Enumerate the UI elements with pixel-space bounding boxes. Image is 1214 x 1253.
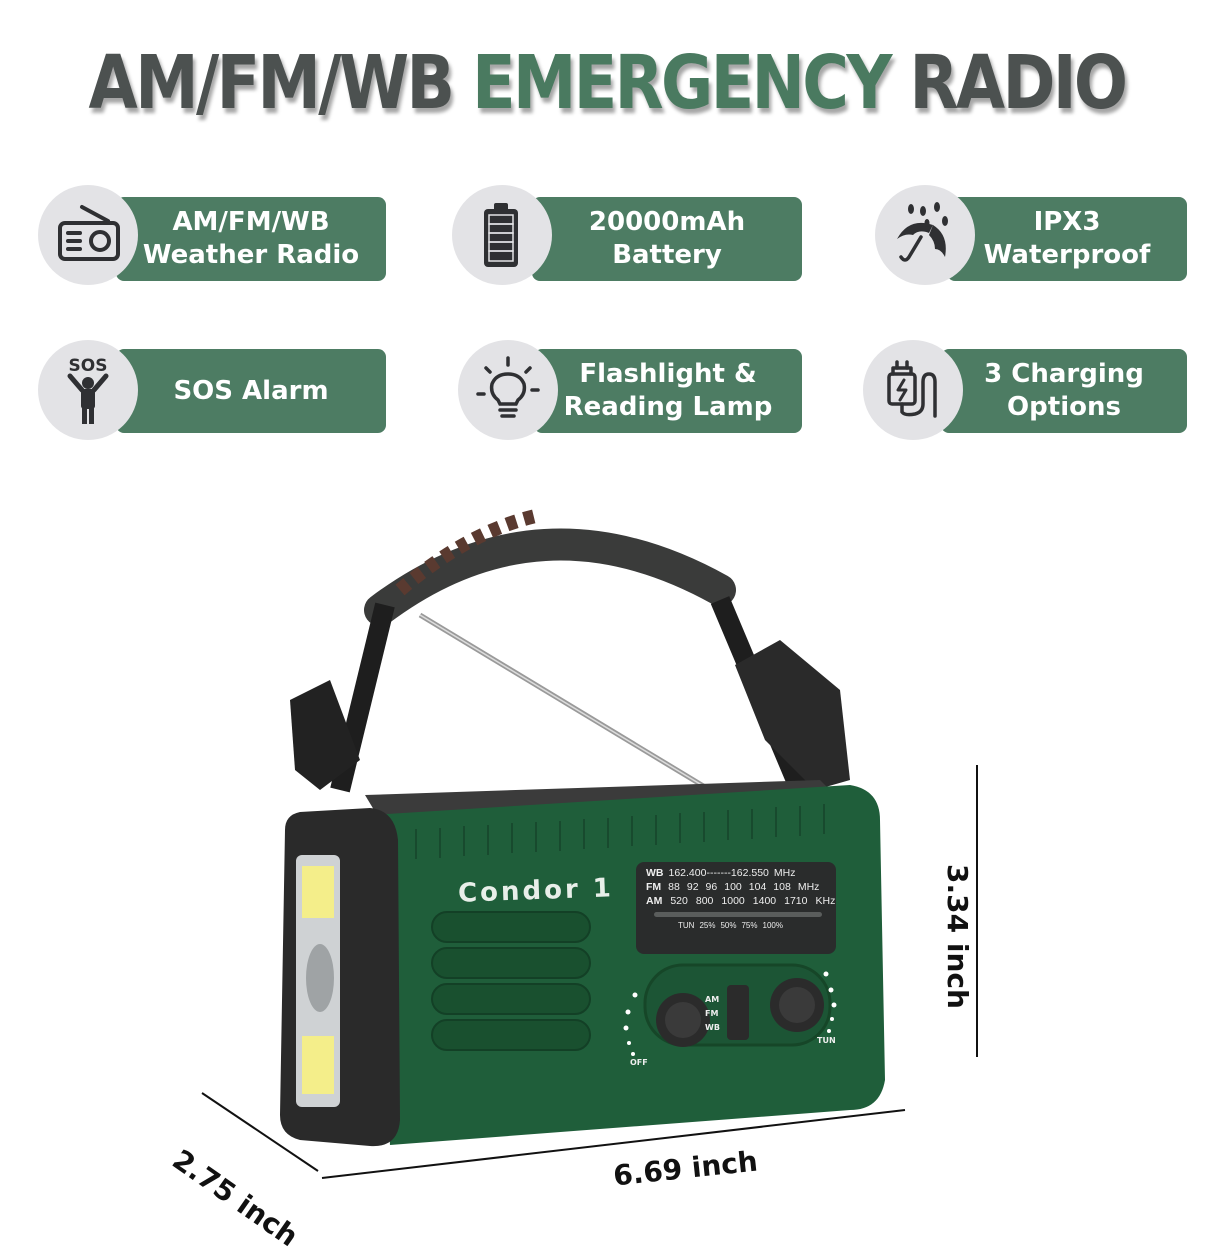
dial-value: 1000 (721, 895, 745, 907)
feature-charging: 3 Charging Options (863, 340, 1187, 440)
feature-icon-circle (452, 185, 552, 285)
feature-pill: Flashlight & Reading Lamp (534, 349, 802, 433)
dial-value: 520 (670, 895, 688, 907)
feature-icon-circle: SOS (38, 340, 138, 440)
radio-icon (58, 205, 120, 261)
feature-line1: 3 Charging (984, 359, 1144, 389)
dial-value: 100 (724, 881, 742, 893)
indicator-label: 25% (699, 921, 716, 930)
indicator-row: TUN 25% 50% 75% 100% (646, 919, 830, 933)
dial-value: 88 (668, 881, 680, 893)
feature-icon-circle (38, 185, 138, 285)
dial-row-wb: WB 162.400-------162.550 MHz (646, 866, 830, 880)
feature-line2: Options (1007, 392, 1121, 422)
band-fm: FM (646, 881, 662, 893)
band-am: AM (646, 895, 663, 907)
feature-line2: Waterproof (983, 240, 1151, 270)
dial-value: 96 (705, 881, 718, 893)
page-title: AM/FM/WB EMERGENCY RADIO (85, 38, 1129, 128)
dial-value: 800 (695, 895, 714, 907)
battery-icon (484, 203, 518, 267)
feature-icon-circle (875, 185, 975, 285)
tuning-dial: WB 162.400-------162.550 MHz FM 88 92 96… (646, 866, 835, 933)
feature-weather-radio: AM/FM/WB Weather Radio (38, 185, 386, 285)
dial-value: 104 (748, 881, 767, 893)
feature-pill: AM/FM/WB Weather Radio (116, 197, 386, 281)
switch-label-fm: FM (705, 1009, 719, 1018)
feature-line1: Flashlight & (579, 359, 757, 389)
dial-unit: KHz (815, 895, 836, 907)
feature-line2: Reading Lamp (563, 392, 773, 422)
svg-text:SOS: SOS (69, 356, 108, 376)
feature-icon-circle (458, 340, 558, 440)
dial-row-fm: FM 88 92 96 100 104 108 MHz (646, 880, 830, 894)
feature-battery: 20000mAh Battery (452, 185, 802, 285)
indicator-label: 100% (762, 921, 783, 930)
dial-value: 162.400-------162.550 (668, 867, 769, 879)
dial-value: 92 (686, 881, 699, 893)
tuning-bar (654, 912, 822, 917)
feature-flashlight: Flashlight & Reading Lamp (458, 340, 802, 440)
feature-pill: IPX3 Waterproof (947, 197, 1187, 281)
feature-sos-alarm: SOS Alarm SOS (38, 340, 386, 440)
indicator-label: TUN (678, 921, 695, 930)
indicator-label: 50% (720, 921, 737, 930)
switch-label-wb: WB (705, 1023, 720, 1032)
dial-row-am: AM 520 800 1000 1400 1710 KHz (646, 894, 835, 908)
radio-product-image (201, 508, 978, 1179)
sos-person-icon: SOS (67, 356, 109, 424)
band-wb: WB (646, 867, 664, 879)
feature-line2: Weather Radio (142, 240, 360, 270)
brand-label: Condor 1 (457, 873, 615, 909)
feature-line1: IPX3 (1033, 207, 1101, 237)
dial-value: 1400 (752, 895, 777, 907)
volume-off-label: OFF (630, 1058, 648, 1067)
dial-value: 108 (773, 881, 791, 893)
feature-waterproof: IPX3 Waterproof (875, 185, 1187, 285)
dial-value: 1710 (784, 895, 808, 907)
title-part-bands: AM/FM/WB (88, 40, 473, 126)
umbrella-rain-icon (897, 202, 948, 262)
band-switch-labels: AM FM WB (705, 993, 720, 1035)
feature-pill: SOS Alarm (116, 349, 386, 433)
tune-label: TUN (817, 1036, 836, 1045)
dial-unit: MHz (797, 881, 820, 893)
feature-icon-circle (863, 340, 963, 440)
title-part-emergency: EMERGENCY (472, 40, 910, 126)
height-dimension: 3.34 inch (940, 864, 974, 1009)
feature-line1: AM/FM/WB (172, 207, 330, 237)
feature-line1: 20000mAh (588, 207, 746, 237)
indicator-label: 75% (741, 921, 758, 930)
title-part-radio: RADIO (909, 40, 1128, 126)
feature-pill: 3 Charging Options (941, 349, 1187, 433)
feature-pill: 20000mAh Battery (532, 197, 802, 281)
charger-icon (887, 360, 937, 418)
lightbulb-icon (476, 356, 540, 418)
feature-line1: SOS Alarm (173, 375, 329, 406)
dial-unit: MHz (773, 867, 796, 879)
feature-line2: Battery (612, 240, 722, 270)
switch-label-am: AM (705, 995, 720, 1004)
